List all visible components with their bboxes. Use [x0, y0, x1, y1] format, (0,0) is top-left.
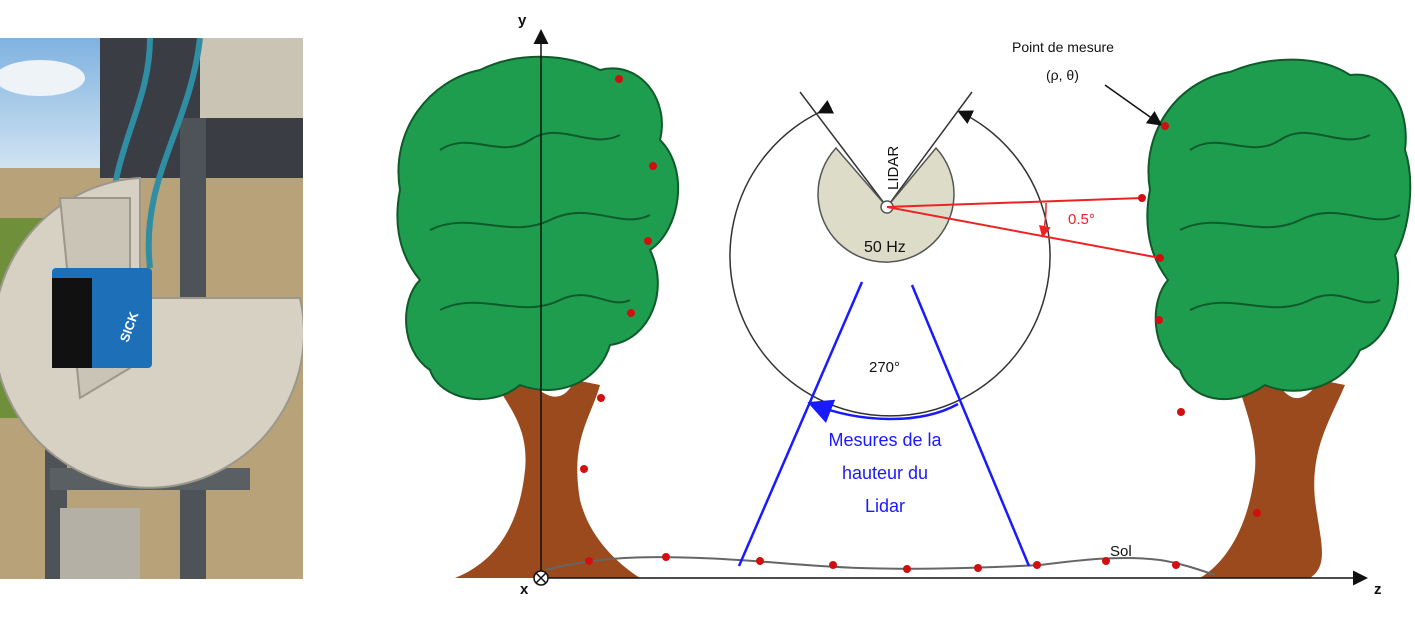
height-line-left — [737, 281, 864, 567]
measurement-point — [829, 561, 837, 569]
measurement-point — [903, 565, 911, 573]
left-tree — [396, 55, 680, 578]
right-tree-foliage — [1146, 58, 1412, 401]
measurement-point-label: Point de mesure — [1012, 39, 1114, 55]
lidar-photo: SICK — [0, 38, 303, 579]
measurement-point — [585, 557, 593, 565]
measurement-point — [649, 162, 657, 170]
measurement-point — [580, 465, 588, 473]
measurement-points — [580, 75, 1261, 573]
measurement-point — [615, 75, 623, 83]
height-caption-line2: hauteur du — [842, 463, 928, 483]
laser-ray-2 — [886, 206, 1161, 259]
measurement-point — [1102, 557, 1110, 565]
left-tree-trunk — [455, 370, 640, 578]
x-axis-label: x — [520, 581, 529, 598]
y-axis-label: y — [518, 12, 527, 29]
measurement-point-leader — [1104, 84, 1163, 126]
photo-machine-box — [200, 38, 303, 118]
right-tree-foliage-detail — [1179, 131, 1401, 311]
measurement-point-coords: (ρ, θ) — [1046, 67, 1079, 83]
photo-base — [60, 508, 140, 579]
left-tree-foliage — [396, 55, 680, 401]
height-arc — [807, 399, 959, 423]
measurement-point — [974, 564, 982, 572]
fov-arc — [729, 99, 1051, 417]
fov-ray-right — [886, 91, 973, 208]
left-tree-foliage-detail — [429, 131, 651, 311]
measurement-point — [597, 394, 605, 402]
measurement-point — [756, 557, 764, 565]
measurement-point — [1253, 509, 1261, 517]
x-axis-cross — [535, 572, 547, 584]
measurement-point — [1161, 122, 1169, 130]
height-line-right — [910, 284, 1031, 567]
lidar-label: LIDAR — [885, 146, 902, 190]
lidar-body — [817, 146, 955, 263]
measurement-point — [1156, 254, 1164, 262]
fov-label: 270° — [869, 359, 900, 376]
laser-ray-1 — [886, 197, 1143, 208]
fov-ray-left — [799, 91, 888, 208]
resolution-label: 0.5° — [1068, 211, 1095, 228]
measurement-point — [627, 309, 635, 317]
measurement-point — [662, 553, 670, 561]
measurement-point — [1177, 408, 1185, 416]
ground-label: Sol — [1110, 543, 1132, 560]
measurement-point — [1172, 561, 1180, 569]
photo-cloud — [0, 60, 85, 96]
photo-lidar-window — [52, 278, 92, 368]
z-axis-label: z — [1374, 581, 1382, 598]
frequency-label: 50 Hz — [864, 239, 906, 256]
measurement-point — [1033, 561, 1041, 569]
resolution-arc — [1038, 202, 1051, 238]
measurement-point — [1138, 194, 1146, 202]
height-caption-line1: Mesures de la — [828, 430, 942, 450]
right-tree — [1146, 58, 1412, 578]
measurement-point — [1155, 316, 1163, 324]
height-caption-line3: Lidar — [865, 496, 905, 516]
right-tree-trunk — [1200, 370, 1345, 578]
photo-cable — [145, 38, 203, 269]
measurement-point — [644, 237, 652, 245]
